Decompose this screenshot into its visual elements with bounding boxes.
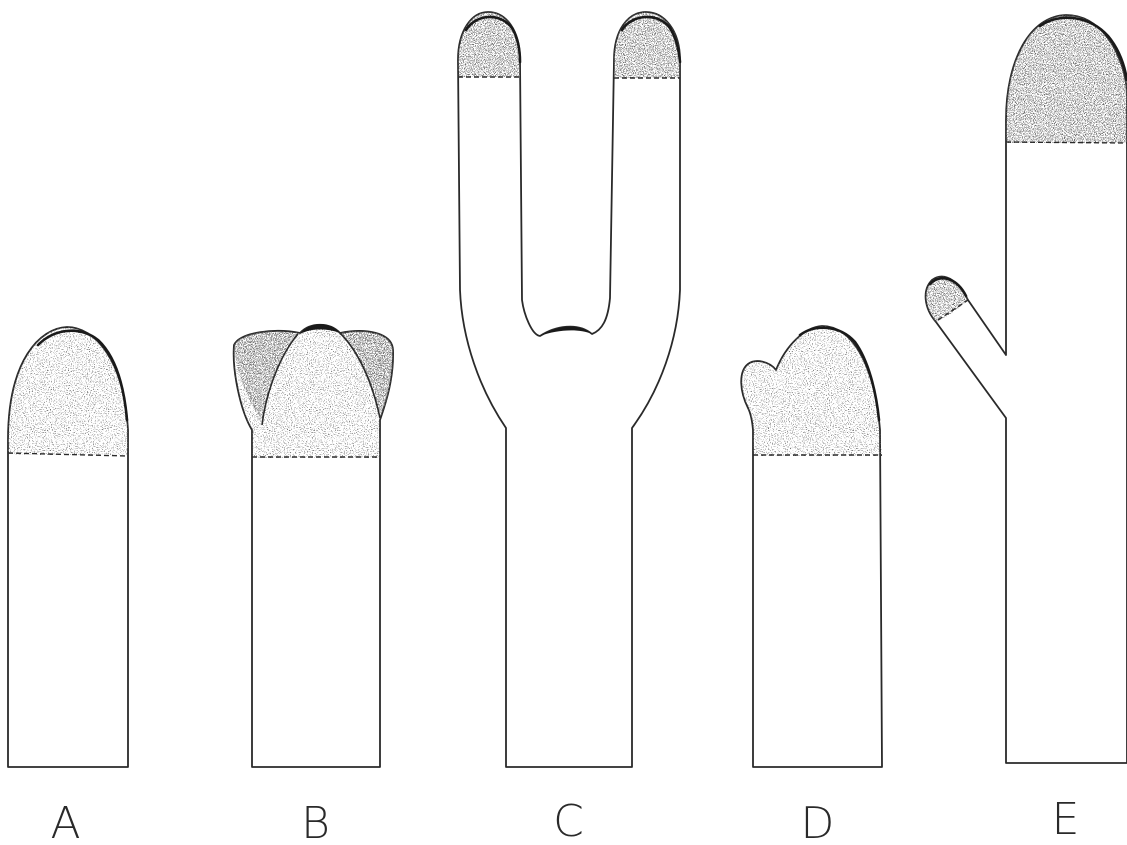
panel-b-label: B [301,798,331,845]
panel-a-stipple [8,327,128,455]
panel-d-label: D [801,798,836,845]
panel-b [234,324,393,767]
panel-c-left-tip-stipple [458,12,520,77]
panel-d [741,326,882,767]
panel-e-main-tip-stipple [1006,15,1127,143]
panel-c [458,12,680,767]
panel-a-label: A [50,798,81,845]
panel-d-stipple [741,326,882,456]
panel-c-outline [458,12,680,767]
panel-e-label: E [1052,794,1081,845]
panel-c-right-tip-stipple [614,12,680,78]
panel-e [926,15,1127,763]
panel-c-label: C [553,796,585,845]
panel-a [8,327,128,767]
